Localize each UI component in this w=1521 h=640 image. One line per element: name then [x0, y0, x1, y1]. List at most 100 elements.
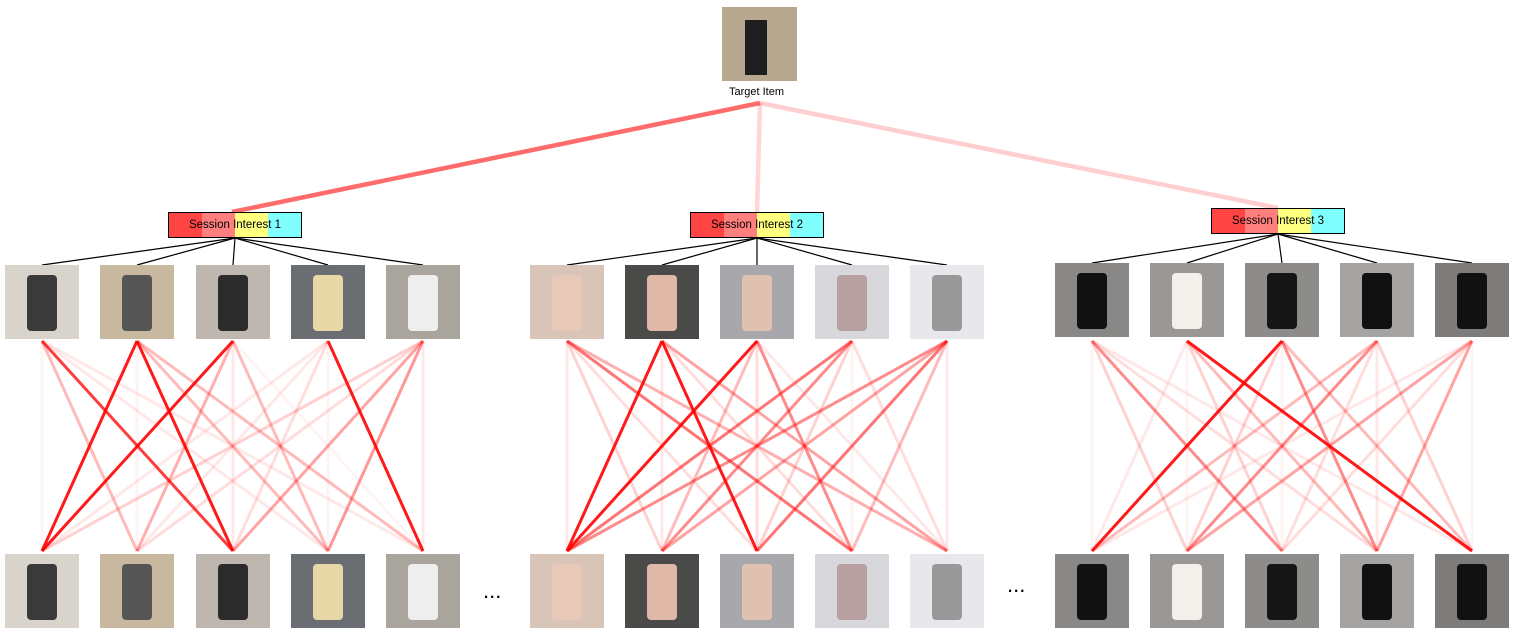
behavior-item-object	[647, 564, 677, 620]
attention-link	[1280, 339, 1474, 553]
session-item-link	[661, 237, 758, 266]
session-item-link	[1186, 233, 1279, 264]
behavior-item-object	[1362, 564, 1392, 620]
behavior-item-object	[932, 564, 962, 620]
session-item-link	[1277, 233, 1378, 264]
behavior-item-object	[408, 275, 438, 331]
session-item-link	[136, 237, 236, 266]
behavior-item-object	[1362, 273, 1392, 329]
behavior-item-object	[552, 275, 582, 331]
session-interest-2-label: Session Interest 2	[710, 219, 804, 231]
attention-link	[565, 339, 759, 553]
session-interest-1-label: Session Interest 1	[188, 219, 282, 231]
behavior-item-object	[122, 275, 152, 331]
behavior-item-object	[1457, 564, 1487, 620]
attention-link	[1375, 340, 1474, 552]
session-item-link	[232, 237, 236, 266]
attention-link	[136, 339, 424, 553]
session-item-link	[41, 237, 236, 266]
behavior-item-object	[932, 275, 962, 331]
attention-link	[1090, 340, 1189, 552]
attention-link	[755, 340, 854, 552]
behavior-item-object	[313, 275, 343, 331]
attention-link	[1280, 340, 1379, 552]
behavior-item-object	[1457, 273, 1487, 329]
target-item-label: Target Item	[729, 86, 785, 98]
attention-link	[661, 339, 948, 553]
target-session-link-1	[231, 100, 761, 215]
attention-link	[565, 340, 664, 552]
attention-link	[1185, 339, 1379, 553]
attention-link	[135, 339, 330, 553]
interest-segment	[757, 213, 790, 237]
attention-link	[41, 339, 424, 553]
behavior-item-object	[837, 564, 867, 620]
interest-segment	[691, 213, 724, 237]
interest-segment	[790, 213, 823, 237]
attention-link	[1280, 340, 1379, 552]
behavior-item-object	[1077, 273, 1107, 329]
interest-segment	[1311, 209, 1344, 233]
interest-segment	[1245, 209, 1278, 233]
behavior-item-object	[1172, 273, 1202, 329]
session-item-link	[234, 237, 424, 266]
ellipsis-2: ...	[1007, 572, 1026, 597]
session-item-link	[756, 237, 853, 266]
attention-link	[1090, 339, 1284, 553]
session-interest-3-label: Session Interest 3	[1231, 215, 1325, 227]
attention-link	[40, 339, 235, 553]
attention-link	[1091, 339, 1473, 553]
attention-link	[135, 340, 235, 552]
attention-link	[660, 339, 854, 553]
attention-link	[135, 340, 235, 552]
behavior-item-object	[313, 564, 343, 620]
behavior-item-object	[1267, 564, 1297, 620]
target-session-link-3	[759, 100, 1279, 211]
behavior-item-object	[122, 564, 152, 620]
attention-link	[1091, 339, 1378, 553]
attention-link	[41, 339, 329, 553]
attention-link	[231, 339, 425, 553]
attention-link	[661, 339, 948, 553]
attention-link	[231, 340, 330, 552]
attention-link	[40, 340, 139, 552]
attention-link	[1091, 339, 1378, 553]
session-item-link	[1277, 233, 1473, 264]
interest-segment	[724, 213, 757, 237]
session-item-link	[756, 237, 948, 266]
session-item-link	[1277, 233, 1283, 264]
interest-segment	[235, 213, 268, 237]
behavior-item-object	[27, 275, 57, 331]
attention-link	[1186, 339, 1473, 553]
attention-link	[231, 339, 425, 553]
interest-segment	[1212, 209, 1245, 233]
behavior-item-object	[742, 275, 772, 331]
session-interest-1-box: Session Interest 1	[168, 212, 302, 238]
attention-link	[1090, 340, 1189, 552]
attention-link	[326, 340, 425, 552]
interest-segment	[202, 213, 235, 237]
attention-link	[1186, 339, 1473, 553]
attention-link	[1185, 340, 1284, 552]
session-item-link	[1091, 233, 1279, 264]
attention-link	[1375, 340, 1474, 552]
behavior-item-object	[552, 564, 582, 620]
interest-segment	[169, 213, 202, 237]
attention-link	[136, 339, 424, 553]
attention-link	[566, 339, 948, 553]
behavior-item-object	[837, 275, 867, 331]
attention-link	[850, 340, 949, 552]
attention-link	[1185, 340, 1284, 552]
behavior-item-object	[1267, 273, 1297, 329]
ellipsis-1: ...	[483, 578, 502, 603]
behavior-item-object	[742, 564, 772, 620]
attention-link	[1280, 339, 1474, 553]
attention-link	[1185, 339, 1379, 553]
behavior-item-object	[1172, 564, 1202, 620]
interest-segment	[1278, 209, 1311, 233]
behavior-item-object	[27, 564, 57, 620]
session-item-link	[234, 237, 329, 266]
attention-link	[660, 339, 854, 553]
behavior-item-object	[1077, 564, 1107, 620]
